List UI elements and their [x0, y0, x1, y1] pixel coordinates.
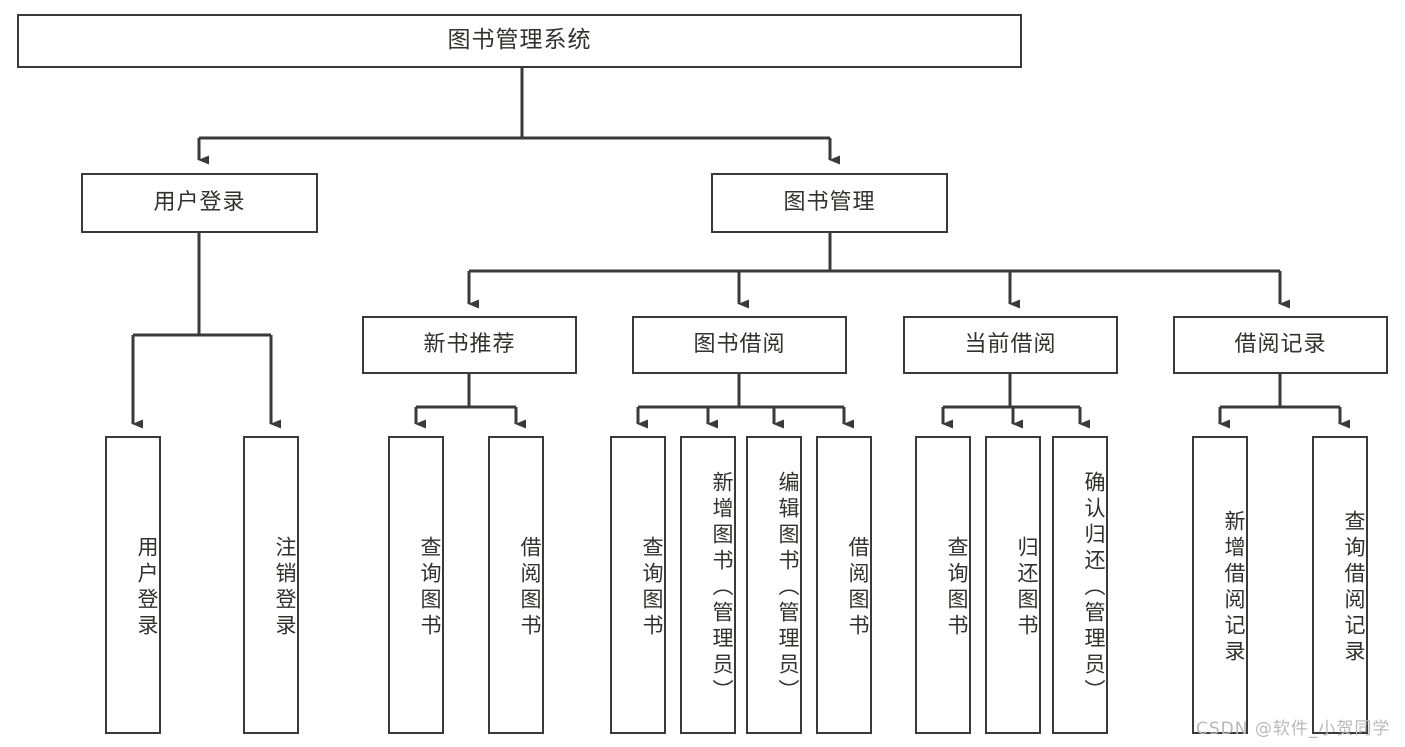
- node-label: 借阅图书: [846, 536, 870, 640]
- node-borrow-record[interactable]: 借阅记录: [1173, 316, 1388, 374]
- leaf-rec-query-book[interactable]: 查询图书: [388, 436, 444, 734]
- node-label: 编辑图书（管理员）: [776, 471, 800, 705]
- node-label: 查询图书: [418, 536, 442, 640]
- node-label: 新书推荐: [423, 332, 516, 358]
- node-new-book-rec[interactable]: 新书推荐: [362, 316, 577, 374]
- node-label: 借阅图书: [518, 536, 542, 640]
- leaf-current-query-book[interactable]: 查询图书: [915, 436, 971, 734]
- leaf-current-confirm-return[interactable]: 确认归还（管理员）: [1052, 436, 1108, 734]
- leaf-record-search[interactable]: 查询借阅记录: [1312, 436, 1368, 734]
- csdn-watermark: CSDN @软件_小贺同学: [1196, 719, 1391, 739]
- node-label: 新增图书（管理员）: [710, 471, 734, 705]
- node-label: 查询借阅记录: [1342, 510, 1366, 666]
- node-root-system[interactable]: 图书管理系统: [17, 14, 1022, 68]
- node-label: 借阅记录: [1234, 332, 1327, 358]
- leaf-user-logout[interactable]: 注销登录: [243, 436, 299, 734]
- node-label: 用户登录: [153, 190, 246, 216]
- leaf-record-add[interactable]: 新增借阅记录: [1192, 436, 1248, 734]
- node-label: 查询图书: [640, 536, 664, 640]
- node-user-login[interactable]: 用户登录: [81, 173, 318, 233]
- node-label: 图书管理系统: [447, 27, 592, 54]
- node-label: 图书管理: [783, 190, 876, 216]
- node-label: 图书借阅: [693, 332, 786, 358]
- node-label: 当前借阅: [964, 332, 1057, 358]
- node-label: 归还图书: [1015, 536, 1039, 640]
- node-label: 新增借阅记录: [1222, 510, 1246, 666]
- node-label: 注销登录: [273, 536, 297, 640]
- leaf-user-login[interactable]: 用户登录: [105, 436, 161, 734]
- node-label: 用户登录: [135, 536, 159, 640]
- leaf-borrow-add-book[interactable]: 新增图书（管理员）: [680, 436, 736, 734]
- node-book-manage[interactable]: 图书管理: [711, 173, 948, 233]
- node-label: 查询图书: [945, 536, 969, 640]
- node-current-borrow[interactable]: 当前借阅: [903, 316, 1118, 374]
- leaf-borrow-edit-book[interactable]: 编辑图书（管理员）: [746, 436, 802, 734]
- leaf-rec-borrow-book[interactable]: 借阅图书: [488, 436, 544, 734]
- leaf-borrow-do-borrow[interactable]: 借阅图书: [816, 436, 872, 734]
- node-book-borrow[interactable]: 图书借阅: [632, 316, 847, 374]
- node-label: 确认归还（管理员）: [1082, 471, 1106, 705]
- leaf-current-return-book[interactable]: 归还图书: [985, 436, 1041, 734]
- leaf-borrow-query-book[interactable]: 查询图书: [610, 436, 666, 734]
